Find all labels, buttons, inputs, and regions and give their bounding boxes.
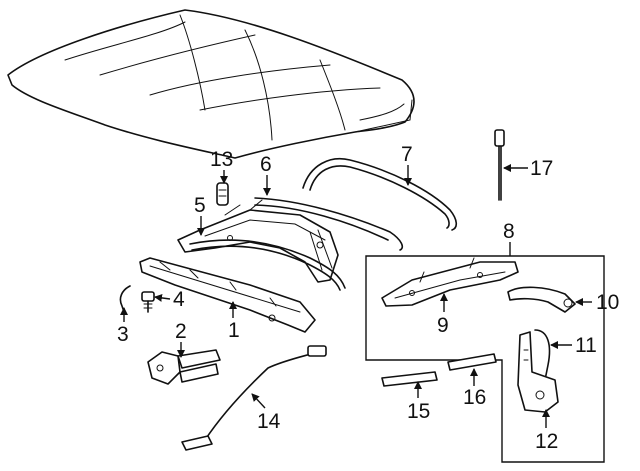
callout-15: 15 bbox=[407, 400, 430, 423]
callout-17: 17 bbox=[530, 157, 553, 180]
part-7-front-weatherstrip bbox=[302, 158, 458, 231]
callout-13: 13 bbox=[210, 148, 233, 171]
callout-16: 16 bbox=[463, 386, 486, 409]
top-frame-linkage bbox=[177, 199, 339, 283]
part-17-rod bbox=[494, 129, 505, 201]
leader-lines bbox=[120, 164, 592, 428]
callout-5: 5 bbox=[194, 194, 206, 217]
part-14-release-cable bbox=[181, 345, 327, 451]
callout-12: 12 bbox=[535, 430, 558, 453]
part-12-hinge bbox=[517, 331, 559, 413]
callout-11: 11 bbox=[575, 334, 597, 357]
part-16-strip bbox=[447, 353, 497, 371]
callout-labels: 1 2 3 4 5 6 7 8 9 10 11 12 13 14 15 16 1… bbox=[117, 143, 619, 453]
part-6-bow-inner bbox=[254, 204, 389, 241]
callout-7: 7 bbox=[401, 143, 413, 166]
callout-2: 2 bbox=[175, 320, 187, 343]
callout-4: 4 bbox=[173, 288, 185, 311]
part-2-bracket bbox=[147, 349, 221, 385]
callout-3: 3 bbox=[117, 323, 129, 346]
convertible-top-cover bbox=[7, 9, 415, 159]
part-10-link-arm bbox=[507, 286, 576, 313]
part-1-rear-bow bbox=[139, 257, 316, 333]
part-13-clip bbox=[216, 182, 229, 206]
callout-6: 6 bbox=[260, 153, 272, 176]
callout-8: 8 bbox=[503, 220, 515, 243]
part-6-bow bbox=[254, 197, 404, 251]
callout-10: 10 bbox=[596, 291, 619, 314]
part-4-bolt bbox=[141, 291, 155, 313]
assembly-8-frame bbox=[365, 255, 605, 463]
part-5-bow bbox=[189, 239, 346, 289]
callout-9: 9 bbox=[437, 314, 449, 337]
part-3-hook bbox=[119, 285, 131, 313]
part-9-latch-rail bbox=[381, 257, 519, 307]
part-15-strip bbox=[381, 371, 438, 387]
callout-1: 1 bbox=[228, 319, 240, 342]
callout-14: 14 bbox=[257, 410, 281, 433]
part-5-bow-inner bbox=[191, 245, 341, 291]
part-11-handle bbox=[534, 329, 551, 381]
